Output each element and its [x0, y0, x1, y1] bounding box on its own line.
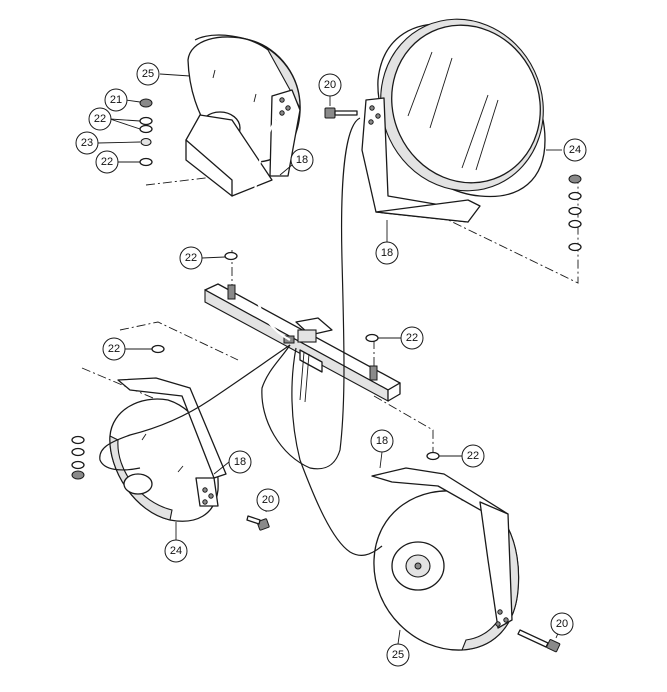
mounting-crossbar	[204, 283, 401, 403]
callout-label: 20	[324, 79, 336, 91]
callout-label: 20	[262, 494, 274, 506]
callout-label: 22	[467, 450, 479, 462]
callout-18-upper-left: 18	[290, 148, 314, 172]
callout-25-upper: 25	[136, 62, 160, 86]
callout-label: 18	[234, 456, 246, 468]
hardware-stack-upper-left	[139, 98, 153, 167]
callout-label: 22	[101, 156, 113, 168]
bolt-upper	[324, 107, 358, 119]
callout-label: 23	[81, 137, 93, 149]
loose-washers	[151, 251, 440, 461]
light-lower-left	[109, 377, 227, 522]
callout-24-lower: 24	[164, 539, 188, 563]
light-upper-left	[185, 34, 301, 197]
callout-22-left: 22	[102, 337, 126, 361]
callout-label: 24	[170, 545, 182, 557]
callout-label: 24	[569, 144, 581, 156]
callout-21: 21	[104, 88, 128, 112]
callout-label: 18	[376, 435, 388, 447]
light-upper-right	[361, 18, 546, 223]
callout-label: 25	[392, 649, 404, 661]
callout-label: 25	[142, 68, 154, 80]
callout-25-lower: 25	[386, 643, 410, 667]
hardware-stack-right	[568, 174, 582, 252]
callout-label: 22	[108, 343, 120, 355]
callout-label: 22	[406, 332, 418, 344]
callout-20-upper: 20	[318, 73, 342, 97]
callout-label: 22	[185, 252, 197, 264]
callout-label: 18	[381, 247, 393, 259]
callout-18-lower-right: 18	[370, 429, 394, 453]
callout-22-center-right: 22	[400, 326, 424, 350]
callout-18-lower-left: 18	[228, 450, 252, 474]
callout-23: 23	[75, 131, 99, 155]
leader-lines	[97, 73, 563, 645]
callout-22-lower-right: 22	[461, 444, 485, 468]
callout-label: 20	[556, 618, 568, 630]
callout-22-upper-left-2: 22	[95, 150, 119, 174]
hardware-stack-left	[71, 435, 85, 480]
wiring-harness	[99, 117, 383, 556]
callout-label: 22	[94, 113, 106, 125]
bolt-lower-right	[517, 629, 561, 653]
callout-22-upper-left: 22	[88, 107, 112, 131]
callout-label: 21	[110, 94, 122, 106]
callout-22-center-left: 22	[179, 246, 203, 270]
callout-label: 18	[296, 154, 308, 166]
callout-24-upper: 24	[563, 138, 587, 162]
callout-20-lower-right: 20	[550, 612, 574, 636]
light-lower-right	[371, 467, 520, 651]
bolt-left	[246, 515, 270, 531]
callout-20-left: 20	[256, 488, 280, 512]
callout-18-upper-right: 18	[375, 241, 399, 265]
